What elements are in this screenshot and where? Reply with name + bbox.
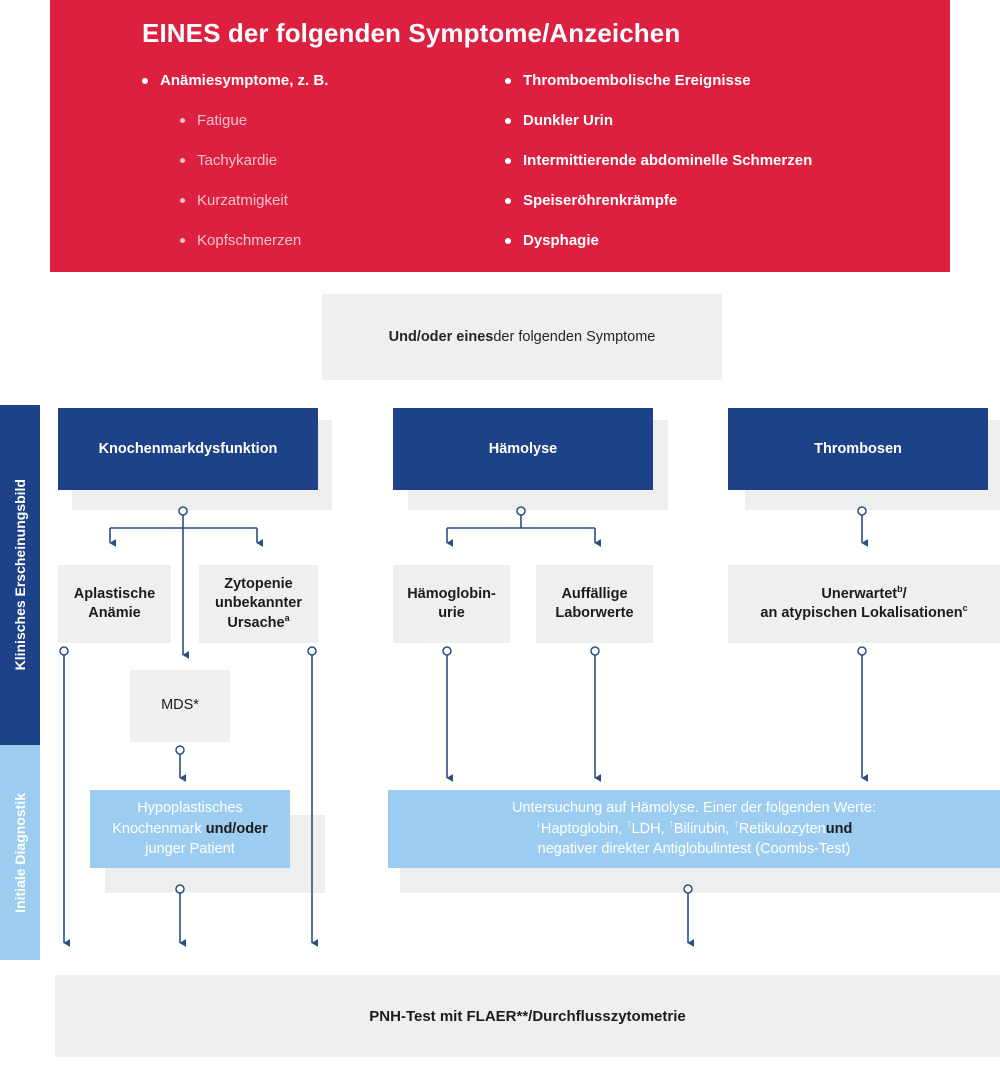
list-item: Thromboembolische Ereignisse — [505, 72, 925, 89]
list-item: Kopfschmerzen — [180, 232, 502, 249]
und-oder-bold: Und/oder eines — [388, 329, 494, 345]
box-line-3: Ursache — [227, 614, 285, 631]
box-haemoglobinurie[interactable]: Hämoglobin- urie — [393, 565, 510, 643]
box-aplastische-anaemie[interactable]: Aplastische Anämie — [58, 565, 171, 643]
box-line-1: Unerwartet — [821, 585, 898, 602]
box-line-1b: / — [902, 585, 907, 602]
list-item-label: Kopfschmerzen — [197, 232, 302, 249]
rail-clinical-presentation: Klinisches Erscheinungsbild — [0, 405, 40, 745]
list-item-label: Dysphagie — [523, 232, 599, 249]
list-item-label: Intermittierende abdominelle Schmerzen — [523, 152, 813, 169]
box-line-2b: und/oder — [205, 820, 268, 837]
arrow-up-icon: ↑ — [668, 818, 674, 830]
arrow-up-icon: ↑ — [626, 818, 632, 830]
bullet-icon — [505, 198, 511, 204]
rail-clinical-label: Klinisches Erscheinungsbild — [12, 479, 28, 671]
box-label: PNH-Test mit FLAER**/Durchflusszytometri… — [369, 1007, 686, 1025]
list-item-label: Tachykardie — [197, 152, 278, 169]
box-line-1: Auffällige — [561, 585, 628, 602]
und-oder-rest: der folgenden Symptome — [493, 329, 656, 345]
box-line-2: unbekannter — [214, 595, 302, 612]
test-line-1: Untersuchung auf Hämolyse. Einer der fol… — [511, 800, 877, 817]
test-bilirubin: Bilirubin, — [673, 820, 734, 837]
panel-title: EINES der folgenden Symptome/Anzeichen — [142, 18, 681, 48]
box-zytopenie[interactable]: Zytopenie unbekannter Ursachea — [199, 565, 318, 643]
test-line-3: negativer direkter Antiglobulintest (Coo… — [537, 841, 851, 858]
category-haemolyse[interactable]: Hämolyse — [393, 408, 653, 490]
list-item-label: Dunkler Urin — [523, 112, 614, 129]
symptom-column-right: Thromboembolische Ereignisse Dunkler Uri… — [505, 72, 925, 272]
box-line-3: junger Patient — [145, 841, 235, 858]
test-ldh: LDH, — [631, 820, 669, 837]
category-label: Hämolyse — [488, 441, 558, 457]
box-haemolyse-untersuchung[interactable]: Untersuchung auf Hämolyse. Einer der fol… — [388, 790, 1000, 868]
box-mds[interactable]: MDS* — [130, 670, 230, 742]
box-line-1: Zytopenie — [224, 576, 293, 593]
und-oder-band: Und/oder eines der folgenden Symptome — [322, 294, 722, 380]
box-line-2: Anämie — [88, 605, 141, 621]
test-retikulozyten: Retikulozyten — [738, 820, 826, 837]
list-item: Anämiesymptome, z. B. — [142, 72, 502, 89]
category-knochenmarkdysfunktion[interactable]: Knochenmarkdysfunktion — [58, 408, 318, 490]
bullet-icon — [142, 78, 148, 84]
list-item: Speiseröhrenkrämpfe — [505, 192, 925, 209]
bullet-icon — [180, 118, 185, 123]
bullet-icon — [180, 198, 185, 203]
box-unerwartet[interactable]: Unerwartetb/ an atypischen Lokalisatione… — [728, 565, 1000, 643]
category-label: Thrombosen — [814, 441, 902, 457]
arrow-down-icon: ↓ — [535, 818, 541, 830]
list-item: Tachykardie — [180, 152, 502, 169]
list-item: Kurzatmigkeit — [180, 192, 502, 209]
list-item: Intermittierende abdominelle Schmerzen — [505, 152, 925, 169]
list-item: Dunkler Urin — [505, 112, 925, 129]
list-item-label: Speiseröhrenkrämpfe — [523, 192, 678, 209]
test-haptoglobin: Haptoglobin, — [540, 820, 627, 837]
box-line-1: Hypoplastisches — [137, 800, 243, 817]
category-thrombosen[interactable]: Thrombosen — [728, 408, 988, 490]
und-oder-text: Und/oder eines der folgenden Symptome — [322, 294, 722, 380]
box-line-2: an atypischen Lokalisationen — [760, 605, 963, 621]
rail-initial-diagnostics: Initiale Diagnostik — [0, 745, 40, 960]
bullet-icon — [180, 158, 185, 163]
bullet-icon — [505, 158, 511, 164]
symptom-column-left: Anämiesymptome, z. B. Fatigue Tachykardi… — [142, 72, 502, 272]
footnote-marker-a: a — [284, 612, 290, 623]
test-und: und — [825, 820, 853, 837]
symptoms-panel: EINES der folgenden Symptome/Anzeichen A… — [50, 0, 950, 272]
box-auffaellige-laborwerte[interactable]: Auffällige Laborwerte — [536, 565, 653, 643]
bullet-icon — [180, 238, 185, 243]
box-label: MDS* — [161, 697, 199, 714]
bullet-icon — [505, 238, 511, 244]
list-item-label: Kurzatmigkeit — [197, 192, 288, 209]
rail-initial-label: Initiale Diagnostik — [12, 792, 28, 913]
footnote-marker-b: b — [897, 584, 903, 595]
box-line-1: Aplastische — [73, 585, 156, 602]
list-item-label: Thromboembolische Ereignisse — [523, 72, 751, 89]
box-line-2: Laborwerte — [555, 605, 634, 621]
box-line-2: urie — [438, 605, 465, 621]
box-pnh-test[interactable]: PNH-Test mit FLAER**/Durchflusszytometri… — [55, 975, 1000, 1057]
list-item: Fatigue — [180, 112, 502, 129]
list-item-label: Fatigue — [197, 112, 248, 129]
box-line-2a: Knochenmark — [112, 820, 206, 837]
list-item: Dysphagie — [505, 232, 925, 249]
category-label: Knochenmarkdysfunktion — [98, 441, 278, 457]
footnote-marker-c: c — [962, 603, 968, 614]
bullet-icon — [505, 118, 511, 124]
bullet-icon — [505, 78, 511, 84]
box-hypoplastisches-knochenmark[interactable]: Hypoplastisches Knochenmark und/oder jun… — [90, 790, 290, 868]
box-line-1: Hämoglobin- — [407, 585, 496, 602]
list-item-label: Anämiesymptome, z. B. — [160, 72, 329, 89]
arrow-up-icon: ↑ — [733, 818, 739, 830]
